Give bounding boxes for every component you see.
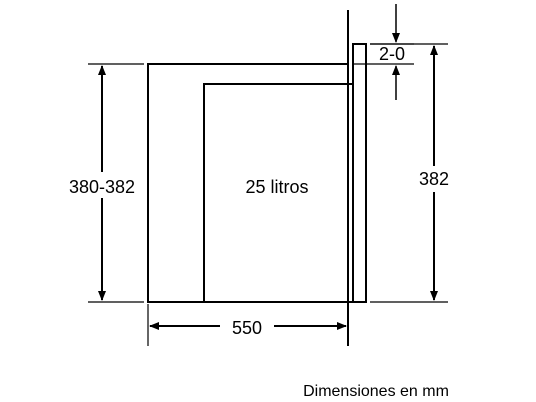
cavity-volume-label: 25 litros bbox=[245, 177, 308, 197]
depth-label: 550 bbox=[232, 318, 262, 338]
height-right-label-bg bbox=[408, 166, 460, 192]
oven-front-panel bbox=[352, 43, 367, 303]
oven-cavity bbox=[203, 83, 353, 303]
depth-label-bg bbox=[220, 314, 274, 340]
units-caption: Dimensiones en mm bbox=[303, 383, 449, 400]
height-left-label-bg bbox=[62, 172, 142, 198]
offset-label: 2-0 bbox=[379, 44, 405, 64]
height-left-label: 380-382 bbox=[69, 177, 135, 197]
height-right-label: 382 bbox=[419, 169, 449, 189]
